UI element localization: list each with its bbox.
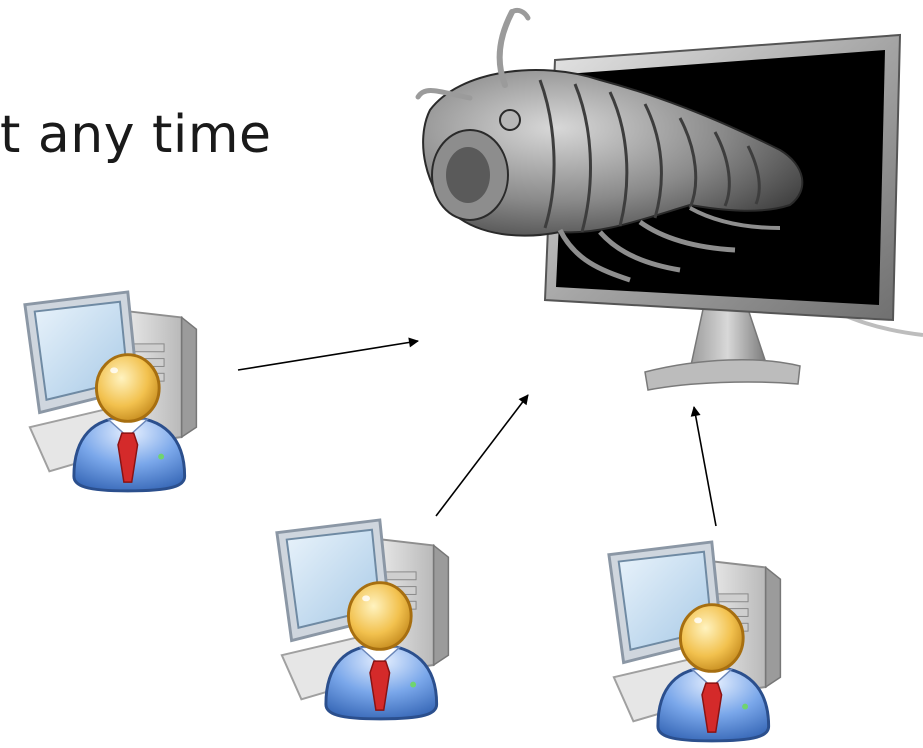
creature-image	[415, 7, 804, 283]
user-left-workstation-icon	[23, 290, 198, 493]
arrow-right-to-server	[690, 406, 717, 527]
caption-text: t any time	[0, 105, 272, 165]
arrow-middle-to-server	[435, 394, 529, 517]
user-middle-workstation-icon	[275, 518, 450, 721]
user-right-workstation-icon	[607, 540, 782, 743]
server-monitor-icon	[415, 7, 923, 391]
arrow-left-to-server	[237, 337, 419, 371]
